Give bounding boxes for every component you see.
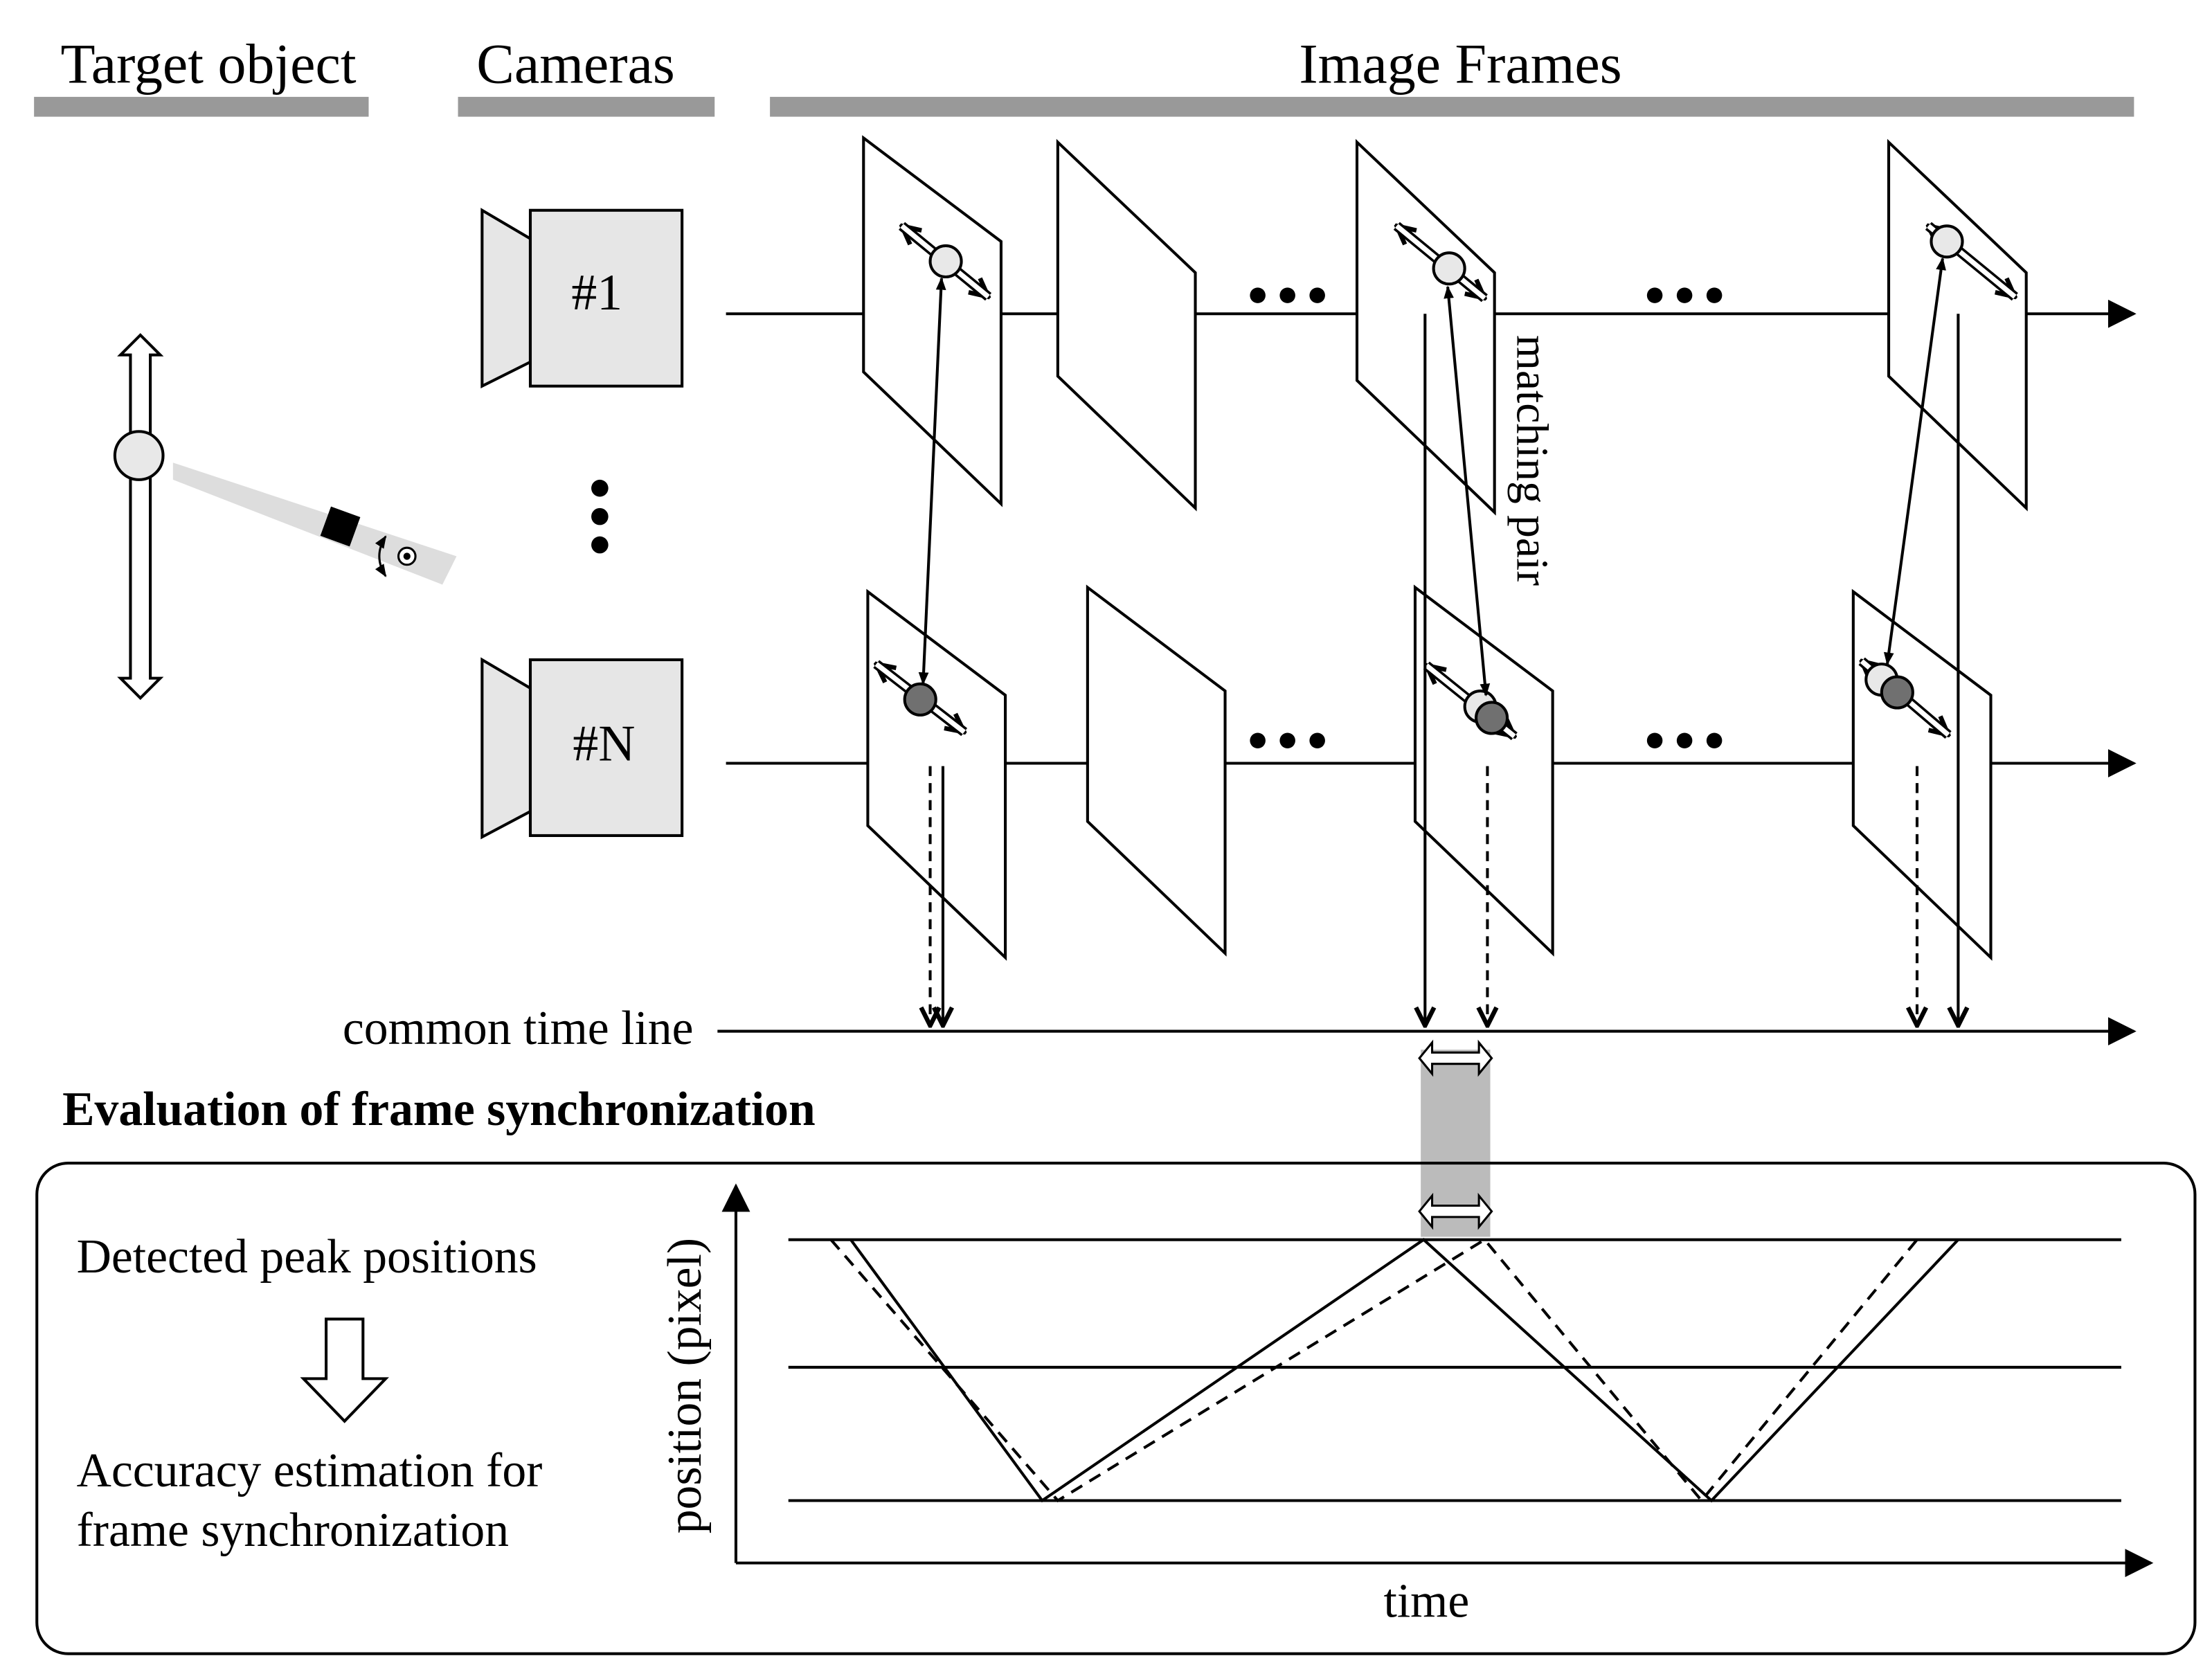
camera-1-lens <box>480 208 532 389</box>
solid-drop-lines <box>943 314 1958 1025</box>
target-track-double-arrow-icon <box>117 333 164 701</box>
frame <box>1413 584 1554 957</box>
matching-pair-label: matching pair <box>1507 335 1556 586</box>
marker-ball <box>1432 251 1466 286</box>
camera-n-frames <box>866 584 1993 961</box>
column-headers: Target object Cameras Image Frames <box>34 32 2134 117</box>
header-bar-cameras <box>458 96 715 117</box>
camera-1-label: #1 <box>571 264 622 321</box>
marker-camn-frame3 <box>1426 661 1514 741</box>
camera-ellipsis <box>591 479 609 554</box>
matching-arrow <box>1883 257 1946 665</box>
marker-ball <box>1475 701 1509 735</box>
camera-n-lens <box>480 657 532 840</box>
header-bar-target <box>34 96 369 117</box>
step-detected-peaks: Detected peak positions <box>77 1230 537 1284</box>
double-arrow-icon <box>1418 1039 1493 1077</box>
header-image-frames: Image Frames <box>1299 32 1621 95</box>
trace-camera-n <box>829 1237 1918 1503</box>
marker-camn-frame1 <box>876 660 964 737</box>
offset-arrow-bottom <box>1418 1192 1493 1230</box>
header-bar-frames <box>770 96 2134 117</box>
camera-1-body <box>528 208 684 388</box>
header-target-object: Target object <box>60 32 356 95</box>
marker-ball <box>903 682 937 717</box>
marker-ball <box>1880 675 1914 710</box>
marker-cam1-frame1 <box>902 222 989 301</box>
double-arrow-icon <box>1418 1192 1493 1230</box>
plot-x-label: time <box>1383 1574 1469 1628</box>
plot-y-label: position (pixel) <box>658 1238 712 1533</box>
camera-n: #N <box>480 657 684 840</box>
evaluation-title: Evaluation of frame synchronization <box>62 1083 816 1136</box>
marker-cam1-frame4 <box>1928 222 2015 301</box>
matching-arrow <box>918 277 946 685</box>
down-arrow-icon <box>300 1317 389 1423</box>
step-accuracy-line2: frame synchronization <box>77 1504 509 1557</box>
target-ball <box>113 430 165 481</box>
frame <box>862 135 1002 507</box>
frame <box>1851 588 1993 961</box>
camera-1: #1 <box>480 208 684 389</box>
laser-beam <box>172 462 457 585</box>
frame <box>1086 584 1227 957</box>
marker-ball <box>928 244 963 279</box>
dashed-drop-lines <box>930 766 1917 1026</box>
frame <box>1056 138 1197 512</box>
camera-n-label: #N <box>573 714 635 771</box>
marker-camn-frame4 <box>1862 657 1948 739</box>
matching-pair-arrows <box>918 257 1946 697</box>
matching-arrow <box>1444 285 1491 697</box>
camera-n-body <box>528 658 684 837</box>
step-accuracy-line1: Accuracy estimation for <box>77 1444 543 1497</box>
laser-pointer-tip <box>320 506 361 547</box>
target-object <box>113 333 457 701</box>
header-cameras: Cameras <box>476 32 675 95</box>
evaluation-panel <box>35 1162 2197 1655</box>
offset-arrow-top <box>1418 1039 1493 1077</box>
common-time-line-label: common time line <box>343 1002 694 1055</box>
rotation-arrow-icon <box>375 535 387 577</box>
frame <box>866 588 1007 961</box>
camera-1-frames <box>862 135 2028 516</box>
trace-camera-1 <box>849 1238 1959 1503</box>
plot-reference-lines <box>788 1238 2121 1502</box>
frame-ellipsis <box>1250 287 1723 748</box>
marker-ball <box>1930 224 1964 259</box>
